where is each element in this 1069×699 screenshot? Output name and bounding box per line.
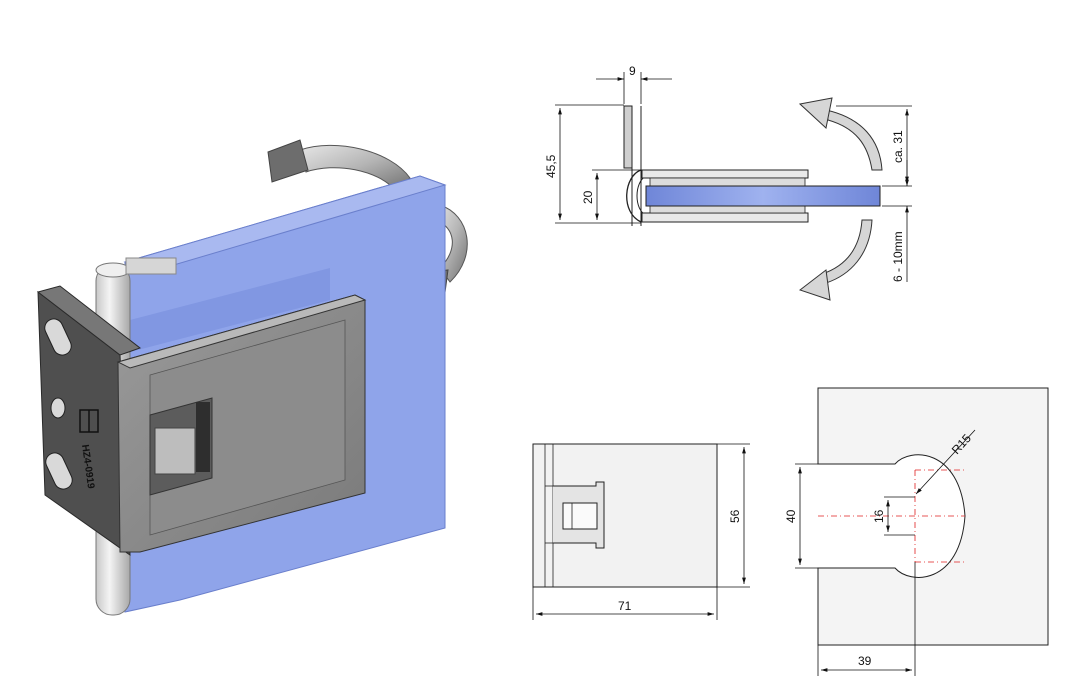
mounting-plate: HZ4-0919	[36, 285, 142, 557]
dim-clamp-height: 20	[581, 169, 641, 220]
side-clamp-top	[641, 169, 809, 179]
mounting-slot	[44, 318, 72, 356]
side-plate	[623, 105, 633, 169]
dim-clamp-height-label: 20	[581, 190, 595, 204]
centerlines	[818, 469, 965, 563]
side-rotation-arrow-top	[798, 97, 883, 171]
dim-front-height-label: 56	[728, 509, 742, 523]
glass-inner-slot	[130, 268, 330, 352]
dim-glass-thickness: 6 - 10mm	[882, 160, 912, 282]
front-view: 56 71	[532, 443, 750, 620]
mounting-slot	[45, 452, 73, 490]
side-clamp-bottom	[641, 212, 809, 223]
cutout-glass-outline	[817, 387, 1049, 646]
dim-depth-label: 39	[858, 654, 872, 668]
side-view: 9 45,5 20 ca. 31 6 - 10mm	[544, 64, 912, 301]
dim-front-width-label: 71	[618, 599, 632, 613]
isometric-view: HZ4-0919	[36, 139, 468, 616]
dim-glass-thickness-label: 6 - 10mm	[891, 231, 905, 282]
dim-total-height: 45,5	[544, 104, 641, 224]
dim-slot-height-label: 40	[784, 509, 798, 523]
brand-logo	[79, 409, 99, 433]
clamp-plate	[116, 294, 367, 553]
dim-slot-height: 40	[784, 463, 818, 569]
side-hinge-curve	[626, 169, 642, 223]
dim-front-height: 56	[717, 443, 750, 588]
dim-swing: ca. 31	[836, 105, 912, 187]
side-rotation-arrow-bottom	[798, 219, 873, 301]
dim-swing-label: ca. 31	[891, 130, 905, 163]
dim-center-height-label: 16	[872, 509, 886, 523]
mounting-hole	[50, 397, 66, 419]
dim-front-width: 71	[532, 587, 718, 620]
dim-center-height: 16	[872, 496, 915, 536]
rotation-arrow-top	[267, 139, 411, 191]
dim-total-height-label: 45,5	[544, 154, 558, 178]
front-knuckle	[562, 502, 598, 530]
dim-thickness-label: 9	[629, 64, 636, 78]
dim-thickness: 9	[596, 64, 672, 104]
side-glass	[645, 185, 881, 207]
cutout-view: R15 40 16 39	[784, 387, 1049, 676]
dim-depth: 39	[817, 562, 916, 676]
